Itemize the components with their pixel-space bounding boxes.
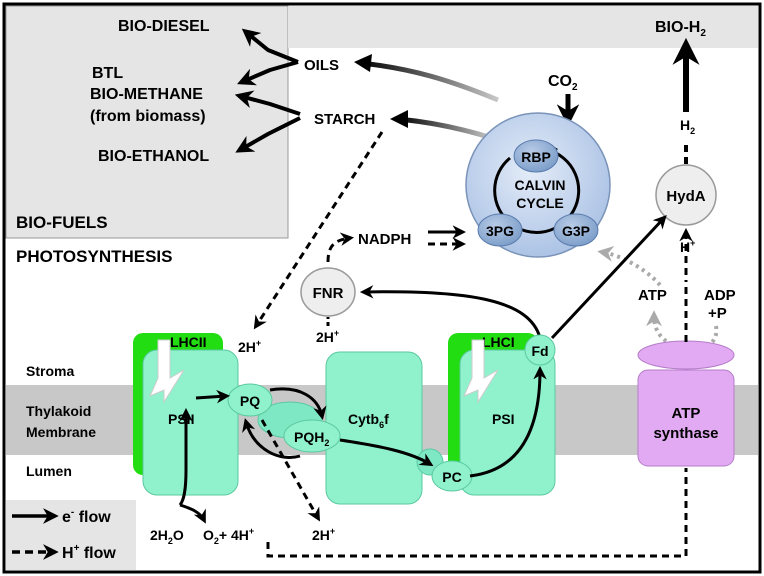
cytb6f-complex[interactable] xyxy=(325,351,423,505)
o2-label: O2+ 4H+ xyxy=(203,526,254,546)
pc-label: PC xyxy=(442,469,461,485)
atp-synthase-label-1: ATP xyxy=(672,405,701,422)
legend-e-flow-label: e- flow xyxy=(62,507,111,526)
water-label: 2H2O xyxy=(150,527,184,546)
calvin-title-1: CALVIN xyxy=(514,177,565,193)
atp-synthase-label-2: synthase xyxy=(653,425,718,442)
oils-label: OILS xyxy=(304,57,339,74)
legend-box xyxy=(6,500,136,570)
fnr-enzyme[interactable] xyxy=(300,267,356,317)
fnr-label: FNR xyxy=(313,285,344,302)
water-to-psii-arrow xyxy=(178,407,193,506)
pq-to-pqh2-arrow xyxy=(269,387,327,420)
water-split-curve xyxy=(179,503,206,524)
psii-label: PSII xyxy=(168,411,194,427)
atp-synthase-body[interactable] xyxy=(637,369,735,467)
fd-label: Fd xyxy=(531,343,548,359)
calvin-title-2: CYCLE xyxy=(516,195,563,211)
btl-label: BTL xyxy=(92,65,123,82)
atp-synthase-head[interactable] xyxy=(637,340,735,370)
calvin-to-starch-head xyxy=(390,110,408,128)
pqh2-cycle-back-arrow xyxy=(242,418,301,459)
stroma-2h-label: 2H+ xyxy=(238,338,261,355)
bio-h2-label: BIO-H2 xyxy=(655,19,706,39)
pqh2-to-pc-arrow xyxy=(339,438,434,467)
pqh2-label: PQH2 xyxy=(294,429,329,448)
nadph-label: NADPH xyxy=(358,231,411,248)
pq-to-lumen-2h-dashed xyxy=(260,419,321,522)
h2-small-label: H2 xyxy=(680,117,695,136)
3pg-node[interactable] xyxy=(477,213,523,247)
rbp-label: RBP xyxy=(521,149,551,165)
hyda-enzyme[interactable] xyxy=(655,164,717,226)
thylakoid-label: Thylakoid xyxy=(26,403,91,419)
lhcii-label: LHCII xyxy=(170,334,207,350)
lumen-label: Lumen xyxy=(26,463,72,479)
adp-p-label: +P xyxy=(708,305,727,322)
starch-to-stroma-2h-dashed xyxy=(253,131,384,330)
calvin-to-oils-head xyxy=(354,54,372,72)
bio-methane-note: (from biomass) xyxy=(90,108,206,125)
starch-to-fuels-arrows xyxy=(234,90,301,153)
co2-label: CO2 xyxy=(548,73,578,93)
pc-to-fd-arrow xyxy=(469,365,547,478)
photosynthesis-section-label: PHOTOSYNTHESIS xyxy=(16,247,173,266)
pq-label: PQ xyxy=(240,393,260,409)
legend-h-flow-label: H+ flow xyxy=(62,543,116,562)
bio-methane-label: BIO-METHANE xyxy=(90,86,203,103)
hyda-label: HydA xyxy=(666,188,705,205)
biofuels-section-label: BIO-FUELS xyxy=(16,213,108,232)
bio-diesel-label: BIO-DIESEL xyxy=(118,18,210,35)
psii-to-pq-arrow xyxy=(195,389,231,404)
cytb6f-label: Cytb6f xyxy=(348,411,389,430)
fd-node[interactable] xyxy=(524,334,556,366)
biofuels-region xyxy=(5,5,289,239)
3pg-label: 3PG xyxy=(486,223,514,239)
fnr-2h-label: 2H+ xyxy=(316,328,339,345)
bio-ethanol-label: BIO-ETHANOL xyxy=(98,148,209,165)
membrane-label: Membrane xyxy=(26,424,96,440)
adp-label: ADP xyxy=(704,287,736,304)
fd-to-hyda-arrow xyxy=(550,215,667,340)
fd-to-fnr-arrow xyxy=(359,285,542,339)
lumen-2h-label: 2H+ xyxy=(312,526,335,543)
lumen-proton-return-dashed xyxy=(266,468,688,558)
pqh2-node[interactable] xyxy=(283,419,341,453)
lhci-label: LHCI xyxy=(482,334,515,350)
calvin-to-oils-arrow xyxy=(359,60,499,103)
atp-to-calvin-dotted xyxy=(597,245,662,287)
stroma-label: Stroma xyxy=(26,363,74,379)
fnr-to-nadph-dashed xyxy=(326,232,355,263)
calvin-cycle-loop xyxy=(493,148,581,234)
g3p-node[interactable] xyxy=(553,213,599,247)
psi-light-bolt xyxy=(463,339,499,404)
adp-to-synthase-dotted xyxy=(701,325,719,350)
oils-to-fuels-arrows xyxy=(237,28,299,86)
g3p-label: G3P xyxy=(562,223,590,239)
starch-label: STARCH xyxy=(314,111,375,128)
rbp-node[interactable] xyxy=(513,139,559,173)
psi-label: PSI xyxy=(492,411,515,427)
atp-label: ATP xyxy=(638,287,667,304)
psii-light-bolt xyxy=(149,339,185,404)
